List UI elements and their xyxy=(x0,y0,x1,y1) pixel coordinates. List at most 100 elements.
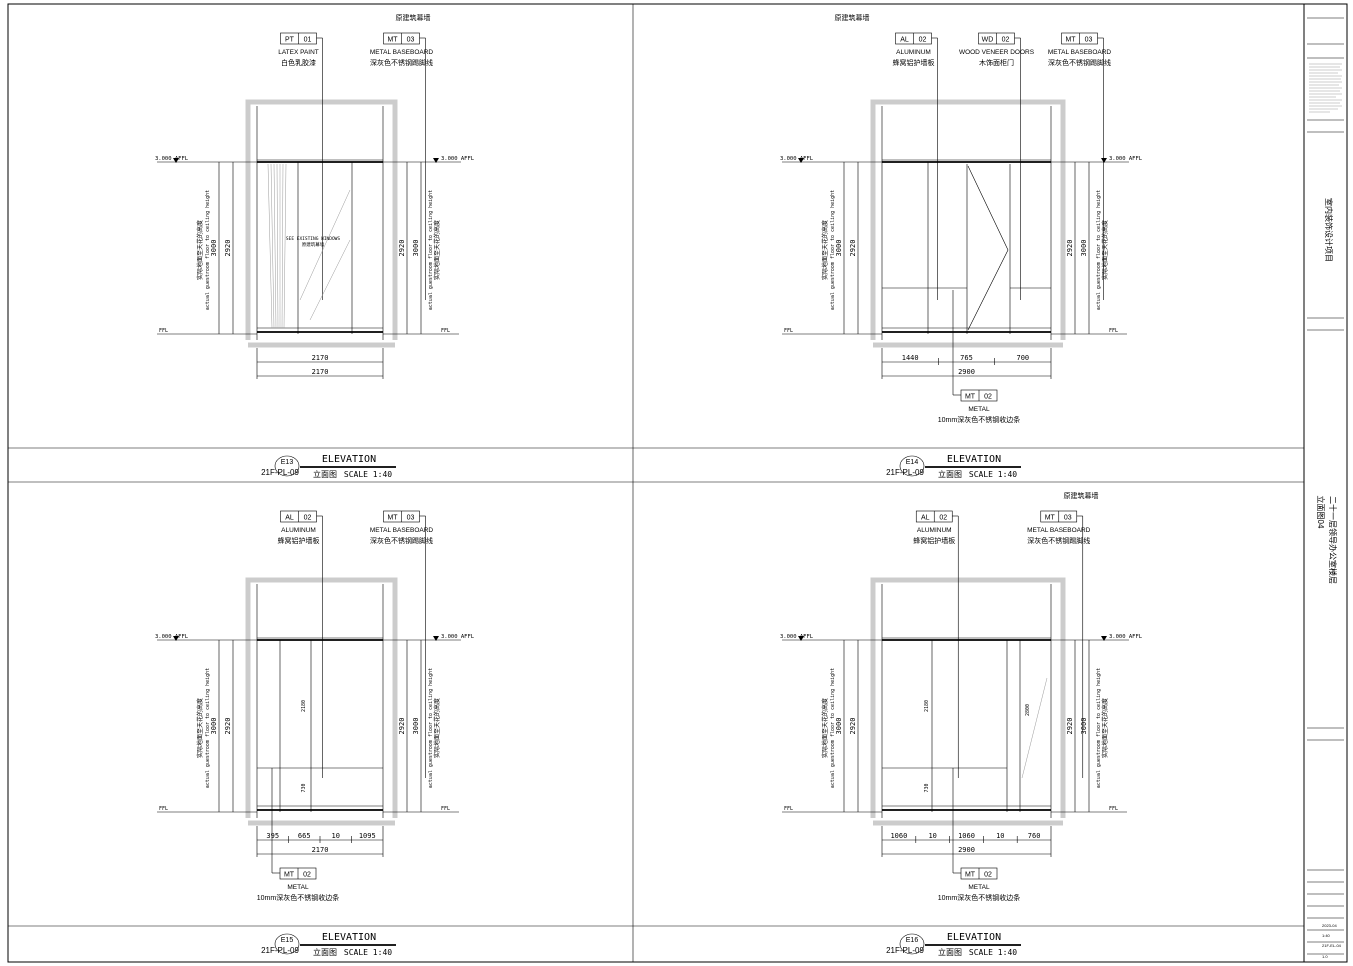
dim-label-3000-left: 3000 xyxy=(835,240,843,257)
material-name-cn: 深灰色不锈钢踢脚线 xyxy=(1048,58,1111,67)
height-note-en-right: actual guestroom floor to ceiling height xyxy=(1096,190,1102,310)
material-code: PT xyxy=(285,37,295,44)
material-number: 02 xyxy=(984,872,992,879)
title-block-frame xyxy=(1303,3,1348,963)
material-name-en: WOOD VENEER DOORS xyxy=(959,49,1035,56)
material-name-en: METAL xyxy=(287,884,309,891)
dim-label-2920-left: 2920 xyxy=(849,240,857,257)
material-name-cn: 深灰色不锈钢踢脚线 xyxy=(1027,536,1090,545)
material-code: MT xyxy=(965,872,976,879)
elevation-scale: SCALE 1:40 xyxy=(969,948,1017,957)
level-arrow-right xyxy=(1101,636,1107,641)
curtain-line xyxy=(273,163,277,329)
height-note-cn-left: 实际地面至天花的高度 xyxy=(196,698,204,758)
elevation-marker xyxy=(899,933,925,955)
material-code: AL xyxy=(921,515,930,522)
dim-bottom-segment: 2170 xyxy=(312,354,329,362)
dim-bottom-segment: 10 xyxy=(332,832,340,840)
material-number: 03 xyxy=(407,37,415,44)
level-arrow-left xyxy=(798,636,804,641)
sheet-reference: 21F-PL-09 xyxy=(886,468,924,477)
elevation-subtitle: 立面图 xyxy=(313,947,337,957)
level-top-label-right: 3.000 AFFL xyxy=(441,634,475,640)
dim-inner: 2800 xyxy=(1025,704,1031,716)
material-number: 03 xyxy=(407,515,415,522)
dim-bottom-segment: 700 xyxy=(1017,354,1030,362)
elevation-title: ELEVATION xyxy=(947,932,1001,943)
title-block: 室内装饰设计项目 二十一层领导办公室楼层 立面图04 2023-04 1:40 … xyxy=(1307,17,1344,959)
window-note-cn: 原建筑幕墙 xyxy=(302,241,325,248)
material-name-cn: 深灰色不锈钢踢脚线 xyxy=(370,536,433,545)
elevation-subtitle: 立面图 xyxy=(313,469,337,479)
glass-hatch xyxy=(299,189,351,301)
material-code: MT xyxy=(387,37,398,44)
dim-label-3000-left: 3000 xyxy=(835,718,843,735)
material-name-cn: 白色乳胶漆 xyxy=(281,58,316,67)
dim-bottom-total: 2170 xyxy=(312,846,329,854)
dim-inner: 730 xyxy=(301,783,307,792)
ffl-label-right: FFL xyxy=(441,806,450,812)
height-note-en-right: actual guestroom floor to ceiling height xyxy=(1096,668,1102,788)
height-note-cn-right: 实际地面至天花的高度 xyxy=(1101,220,1109,280)
material-name-en: LATEX PAINT xyxy=(278,49,319,56)
level-arrow-right xyxy=(433,636,439,641)
dim-label-2920-left: 2920 xyxy=(224,240,232,257)
elevation-id: E15 xyxy=(281,937,294,944)
level-top-label-right: 3.000 AFFL xyxy=(1109,156,1143,162)
height-note-cn-right: 实际地面至天花的高度 xyxy=(433,220,441,280)
material-name-cn: 深灰色不锈钢踢脚线 xyxy=(370,58,433,67)
level-arrow-left xyxy=(798,158,804,163)
dim-label-3000-right: 3000 xyxy=(412,718,420,735)
height-note-cn-right: 实际地面至天花的高度 xyxy=(1101,698,1109,758)
drawing-subtitle: 立面图04 xyxy=(1316,496,1326,529)
dim-label-2920-right: 2920 xyxy=(1066,718,1074,735)
dim-inner: 730 xyxy=(924,783,930,792)
material-number: 02 xyxy=(1002,37,1010,44)
dim-bottom-segment: 1060 xyxy=(958,832,975,840)
material-code: MT xyxy=(965,394,976,401)
sheet-border xyxy=(7,3,1305,963)
material-name-cn: 10mm深灰色不锈钢收边条 xyxy=(938,415,1020,424)
material-code: WD xyxy=(982,37,994,44)
elevation-subtitle: 立面图 xyxy=(938,947,962,957)
height-note-en-left: actual guestroom floor to ceiling height xyxy=(205,668,211,788)
tb-version: 1.0 xyxy=(1322,954,1328,959)
material-name-cn: 蜂窝铝护墙板 xyxy=(893,58,935,67)
dim-bottom-segment: 1060 xyxy=(890,832,907,840)
ffl-label-left: FFL xyxy=(159,328,168,334)
material-code: AL xyxy=(285,515,294,522)
ffl-label-left: FFL xyxy=(784,806,793,812)
elevation-id: E13 xyxy=(281,459,294,466)
project-title: 室内装饰设计项目 xyxy=(1324,198,1334,262)
curtain-line xyxy=(276,163,279,329)
tb-drawing-no: 21F-EL-04 xyxy=(1322,943,1342,948)
dim-bottom-segment: 760 xyxy=(1028,832,1041,840)
material-number: 03 xyxy=(1064,515,1072,522)
dim-label-3000-right: 3000 xyxy=(412,240,420,257)
tb-scale: 1:40 xyxy=(1322,933,1331,938)
glass-hatch xyxy=(1021,677,1048,779)
dim-bottom-segment: 665 xyxy=(298,832,311,840)
material-number: 02 xyxy=(984,394,992,401)
level-top-label-right: 3.000 AFFL xyxy=(1109,634,1143,640)
height-note-en-right: actual guestroom floor to ceiling height xyxy=(428,668,434,788)
dim-label-2920-right: 2920 xyxy=(398,240,406,257)
dim-bottom-segment: 10 xyxy=(996,832,1004,840)
dim-label-3000-right: 3000 xyxy=(1080,718,1088,735)
window-note: SEE EXISTING WINDOWS xyxy=(286,236,340,242)
material-number: 02 xyxy=(919,37,927,44)
elevation-subtitle: 立面图 xyxy=(938,469,962,479)
dim-inner: 2180 xyxy=(924,700,930,712)
material-code: MT xyxy=(1045,515,1056,522)
dim-inner: 2180 xyxy=(301,700,307,712)
elevation-title: ELEVATION xyxy=(947,454,1001,465)
height-note-en-right: actual guestroom floor to ceiling height xyxy=(428,190,434,310)
height-note-cn-left: 实际地面至天花的高度 xyxy=(821,220,829,280)
dim-label-2920-right: 2920 xyxy=(1066,240,1074,257)
material-number: 03 xyxy=(1085,37,1093,44)
dim-label-3000-left: 3000 xyxy=(210,718,218,735)
sheet-reference: 21F-PL-09 xyxy=(261,468,299,477)
height-note-cn-right: 实际地面至天花的高度 xyxy=(433,698,441,758)
